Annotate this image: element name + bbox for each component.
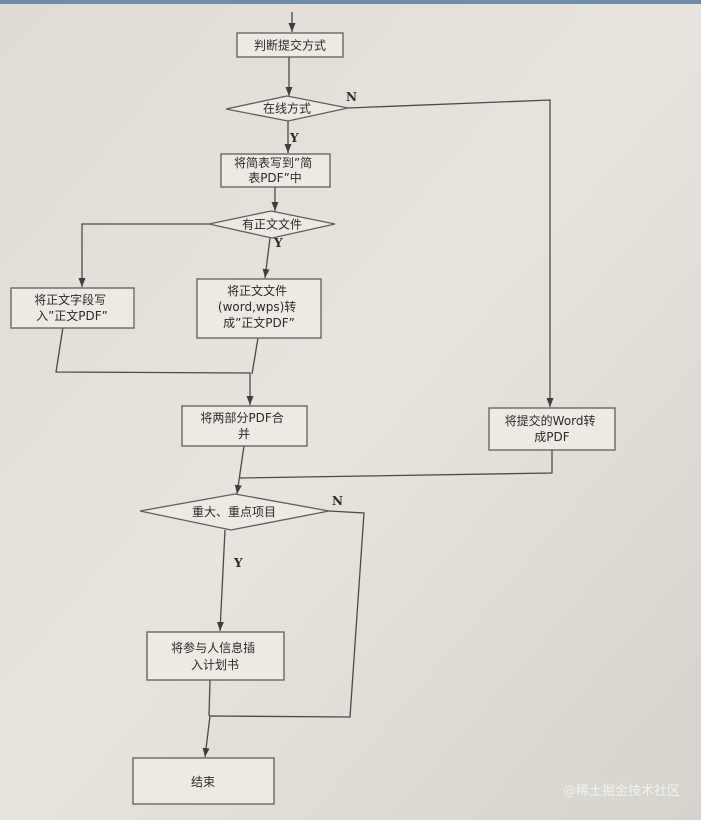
edge-word-to-major: [239, 450, 553, 479]
node-has-body-file-text: 有正文文件: [242, 217, 302, 232]
label-body-yes: Y: [273, 236, 283, 250]
node-write-body-fields: 将正文字段写 入”正文PDF”: [10, 287, 135, 329]
node-major-project: 重大、重点项目: [139, 493, 330, 531]
node-end: 结束: [132, 757, 275, 805]
edge-body-no: [78, 223, 209, 287]
node-convert-body-file: 将正文文件 (word,wps)转 成”正文PDF”: [196, 278, 322, 339]
node-write-body-fields-text: 将正文字段写 入”正文PDF”: [34, 292, 110, 323]
node-online-method-text: 在线方式: [263, 101, 311, 116]
node-write-summary: 将简表写到”简 表PDF”中: [220, 153, 331, 188]
edge-major-no: [202, 510, 365, 758]
node-major-project-text: 重大、重点项目: [192, 505, 276, 519]
edge-convert-to-merge: [251, 337, 259, 375]
label-major-no: N: [332, 494, 343, 508]
edge-body-yes: [262, 237, 271, 279]
node-convert-word-text: 将提交的Word转 成PDF: [505, 413, 600, 444]
node-insert-participants: 将参与人信息插 入计划书: [146, 631, 285, 681]
node-judge-method-text: 判断提交方式: [254, 38, 326, 53]
label-online-no: N: [346, 90, 357, 104]
watermark: @稀土掘金技术社区: [563, 783, 680, 799]
edge-major-yes: [216, 529, 226, 632]
label-major-yes: Y: [233, 556, 243, 570]
edge-online-no: [347, 99, 554, 407]
node-insert-participants-text: 将参与人信息插 入计划书: [171, 640, 259, 672]
node-write-summary-text: 将简表写到”简 表PDF”中: [234, 156, 316, 185]
node-judge-method: 判断提交方式: [236, 32, 344, 58]
node-has-body-file: 有正文文件: [208, 210, 336, 239]
top-frame: [0, 0, 701, 4]
node-end-text: 结束: [191, 775, 215, 789]
edge-merge-to-major: [234, 445, 245, 495]
node-merge-pdf: 将两部分PDF合 并: [181, 405, 308, 447]
node-online-method: 在线方式: [225, 95, 349, 122]
edge-fields-to-merge: [55, 326, 254, 405]
node-merge-pdf-text: 将两部分PDF合 并: [200, 410, 287, 441]
edge-insert-to-end: [208, 679, 211, 717]
node-convert-word: 将提交的Word转 成PDF: [488, 407, 616, 451]
node-convert-body-file-text: 将正文文件 (word,wps)转 成”正文PDF”: [218, 283, 300, 330]
edges: [55, 12, 554, 758]
label-online-yes: Y: [289, 131, 299, 145]
